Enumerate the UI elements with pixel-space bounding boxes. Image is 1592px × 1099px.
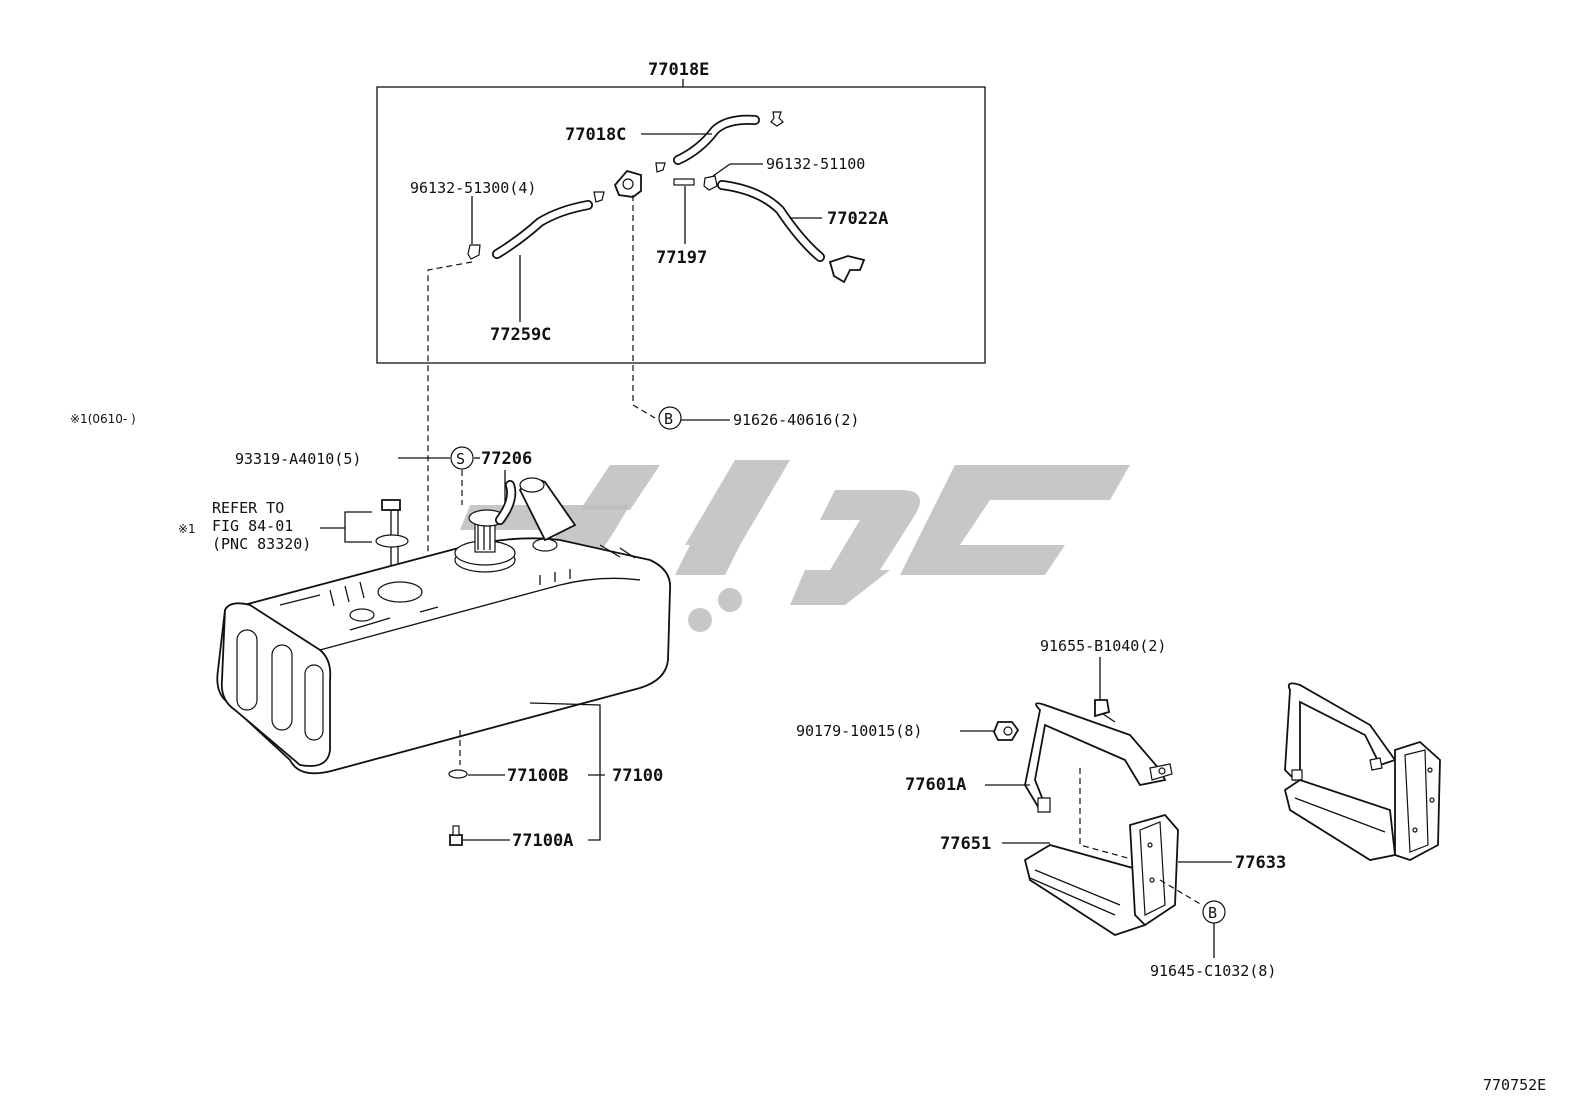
refer-mark: ※1	[178, 522, 196, 536]
fuel-tank-77100	[216, 477, 672, 775]
label-77018E: 77018E	[648, 60, 709, 80]
label-77197: 77197	[656, 248, 707, 268]
refer-line-2: FIG 84-01	[212, 517, 293, 535]
tank-leaders: 77100 77100B 77100A	[448, 702, 663, 851]
label-77259C: 77259C	[490, 325, 551, 345]
callout-s: 93319-A4010(5) S 77206	[235, 446, 532, 505]
clip-96132-51300: 96132-51300(4)	[410, 179, 536, 260]
label-91626-40616: 91626-40616(2)	[733, 411, 859, 429]
clip-top-right	[770, 111, 784, 127]
callout-s-letter: S	[456, 450, 465, 468]
tank-band-assembly: 91655-B1040(2) 90179-10015(8) 77601A 776…	[796, 637, 1286, 980]
dash-leader-center	[632, 195, 656, 419]
clip-center	[655, 162, 666, 173]
label-77206: 77206	[481, 449, 532, 469]
callout-b-top: B 91626-40616(2)	[658, 406, 859, 430]
label-91655-B1040: 91655-B1040(2)	[1040, 637, 1166, 655]
hose-assembly-box: 77018E	[376, 60, 986, 364]
bracket-hose-end	[828, 255, 866, 284]
label-96132-51100: 96132-51100	[766, 155, 865, 173]
label-77100A: 77100A	[512, 831, 573, 851]
label-77022A: 77022A	[827, 209, 888, 229]
joint-77197: 77197	[656, 178, 707, 268]
label-90179-10015: 90179-10015(8)	[796, 722, 922, 740]
hose-77022A: 77022A	[717, 180, 888, 262]
refer-line-3: (PNC 83320)	[212, 535, 311, 553]
label-96132-51300: 96132-51300(4)	[410, 179, 536, 197]
callout-b-bottom-letter: B	[1208, 904, 1217, 922]
label-77100B: 77100B	[507, 766, 568, 786]
valve-body	[613, 169, 642, 198]
dash-leader-left	[427, 261, 473, 590]
refer-line-1: REFER TO	[212, 499, 284, 517]
label-77601A: 77601A	[905, 775, 966, 795]
note-range: ※1(0610- )	[70, 412, 136, 426]
label-77100: 77100	[612, 766, 663, 786]
label-77018C: 77018C	[565, 125, 626, 145]
clip-96132-51100: 96132-51100	[703, 155, 865, 191]
clip-left-small	[593, 191, 605, 203]
label-93319-A4010: 93319-A4010(5)	[235, 450, 361, 468]
figure-id: 770752E	[1483, 1076, 1546, 1094]
watermark-logo	[460, 460, 1130, 632]
label-91645-C1032: 91645-C1032(8)	[1150, 962, 1276, 980]
hose-77259C: 77259C	[490, 200, 593, 345]
tank-band-assembly-right	[1283, 682, 1441, 861]
label-77633: 77633	[1235, 853, 1286, 873]
refer-note: REFER TO ※1 FIG 84-01 (PNC 83320)	[178, 499, 372, 553]
callout-b-top-letter: B	[664, 410, 673, 428]
hose-77018C: 77018C	[565, 114, 760, 165]
label-77651: 77651	[940, 834, 991, 854]
